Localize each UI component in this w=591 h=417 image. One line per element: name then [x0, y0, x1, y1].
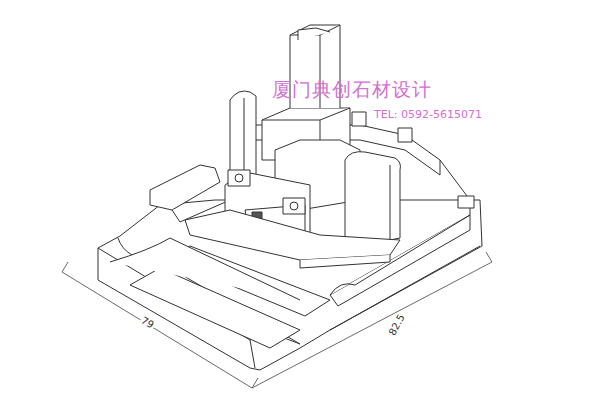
watermark-phone: TEL: 0592-5615071 [374, 109, 482, 120]
dimension-label: 79 [138, 315, 156, 331]
watermark-title: 厦门典创石材设计 [272, 80, 432, 99]
